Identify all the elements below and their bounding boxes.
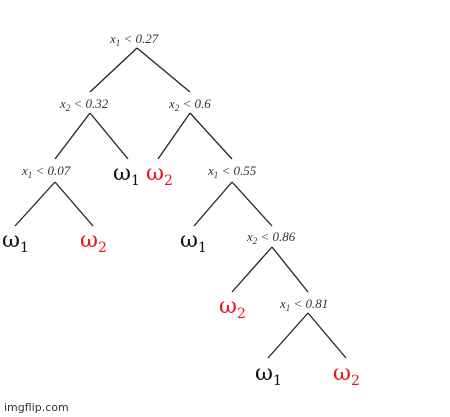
edge-r-rl: [157, 112, 191, 160]
node-sub: 2: [174, 103, 180, 113]
leaf-sub: 1: [272, 373, 282, 389]
edge-root-r: [136, 47, 191, 93]
node-sub: 1: [285, 303, 291, 313]
node-threshold: < 0.27: [120, 31, 159, 46]
leaf-omega1: ω1: [180, 228, 207, 256]
leaf-symbol: ω: [80, 228, 98, 253]
node-rr-label: x1 < 0.55: [208, 164, 256, 180]
node-threshold: < 0.81: [290, 296, 329, 311]
node-sub: 1: [27, 170, 33, 180]
node-l-label: x2 < 0.32: [60, 97, 108, 113]
node-rrr-label: x2 < 0.86: [247, 230, 295, 246]
leaf-omega2: ω2: [146, 161, 173, 189]
leaf-omega1: ω1: [2, 228, 29, 256]
edge-rrr-rrrr: [271, 246, 309, 293]
edge-ll-lll: [14, 181, 56, 227]
node-var: x: [280, 296, 286, 311]
leaf-symbol: ω: [2, 228, 20, 253]
leaf-sub: 1: [197, 240, 207, 256]
node-threshold: < 0.07: [32, 163, 71, 178]
node-threshold: < 0.32: [70, 96, 109, 111]
node-var: x: [208, 163, 214, 178]
node-var: x: [110, 31, 116, 46]
edge-rrrr-rrrrl: [267, 312, 309, 359]
leaf-omega1: ω1: [113, 161, 140, 189]
node-r-label: x2 < 0.6: [169, 97, 211, 113]
edge-r-rr: [189, 112, 233, 160]
leaf-omega1: ω1: [255, 361, 282, 389]
node-var: x: [169, 96, 175, 111]
watermark: imgflip.com: [4, 401, 69, 414]
edge-rrr-rrrl: [231, 246, 273, 293]
node-ll-label: x1 < 0.07: [22, 164, 70, 180]
leaf-symbol: ω: [146, 161, 164, 186]
leaf-omega2: ω2: [219, 294, 246, 322]
leaf-sub: 2: [236, 306, 246, 322]
node-threshold: < 0.55: [218, 163, 257, 178]
edge-rrrr-rrrrr: [307, 312, 347, 359]
leaf-symbol: ω: [333, 361, 351, 386]
node-var: x: [247, 229, 253, 244]
edge-root-l: [89, 47, 138, 93]
leaf-sub: 1: [130, 173, 140, 189]
leaf-symbol: ω: [255, 361, 273, 386]
node-sub: 2: [65, 103, 71, 113]
node-threshold: < 0.86: [257, 229, 296, 244]
leaf-sub: 2: [163, 173, 173, 189]
node-var: x: [22, 163, 28, 178]
edge-ll-llr: [54, 181, 94, 227]
node-sub: 1: [115, 38, 121, 48]
leaf-omega2: ω2: [333, 361, 360, 389]
leaf-symbol: ω: [180, 228, 198, 253]
node-sub: 2: [252, 236, 258, 246]
edge-l-ll: [54, 112, 91, 160]
edge-l-lr: [89, 112, 129, 160]
edge-rr-rrr: [231, 181, 273, 227]
edge-rr-rrl: [193, 181, 233, 227]
leaf-symbol: ω: [113, 161, 131, 186]
leaf-omega2: ω2: [80, 228, 107, 256]
node-sub: 1: [213, 170, 219, 180]
leaf-sub: 1: [19, 240, 29, 256]
leaf-sub: 2: [350, 373, 360, 389]
leaf-sub: 2: [97, 240, 107, 256]
node-threshold: < 0.6: [179, 96, 211, 111]
node-var: x: [60, 96, 66, 111]
leaf-symbol: ω: [219, 294, 237, 319]
node-rrrr-label: x1 < 0.81: [280, 297, 328, 313]
node-root-label: x1 < 0.27: [110, 32, 158, 48]
